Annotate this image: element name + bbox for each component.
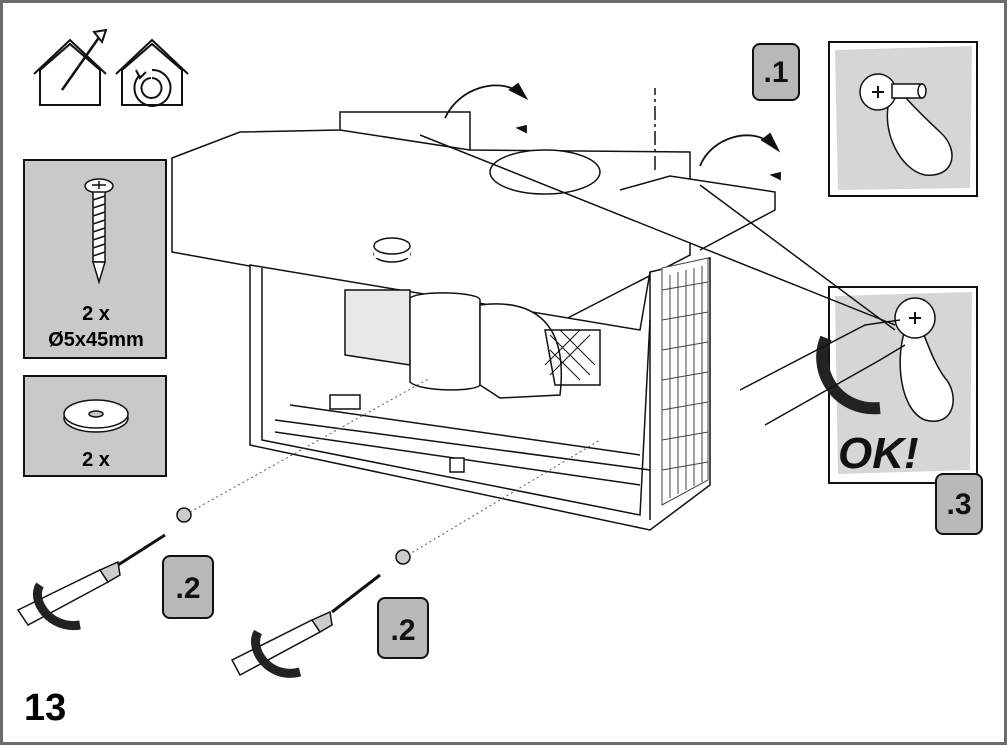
- washer-panel: 2 x: [23, 375, 167, 477]
- recirculation-mode-icon: [115, 38, 189, 107]
- keyhole-icon: [859, 73, 953, 176]
- svg-text:.1: .1: [763, 56, 788, 89]
- step-badge-2b: .2: [377, 597, 429, 659]
- dotted-guides: [189, 377, 601, 556]
- washer-icon: [63, 399, 129, 433]
- svg-text:.3: .3: [946, 488, 971, 521]
- range-hood-unit: [171, 88, 776, 531]
- keyhole-detail-panel: [828, 41, 978, 197]
- step-number: 13: [24, 687, 66, 729]
- screw-icon: [84, 178, 114, 285]
- screwdriver-right: [230, 549, 411, 678]
- washer-quantity-label: 2 x: [82, 449, 110, 471]
- step-badge-1: .1: [752, 43, 800, 101]
- screw-size-label: Ø5x45mm: [48, 329, 144, 351]
- step-badge-3: .3: [935, 473, 983, 535]
- rotation-arrows: [444, 82, 781, 181]
- svg-text:.2: .2: [175, 572, 200, 605]
- step-badge-2a: .2: [162, 555, 214, 619]
- ok-label: OK!: [838, 429, 919, 478]
- screwdriver-left: [16, 507, 192, 630]
- ducted-mode-icon: [33, 28, 108, 106]
- side-grille: [661, 257, 709, 506]
- screwdriver-icon: [419, 134, 906, 426]
- screw-panel: 2 x Ø5x45mm: [23, 159, 167, 359]
- svg-text:.2: .2: [390, 614, 415, 647]
- screw-quantity-label: 2 x: [82, 303, 110, 325]
- ok-detail-panel: OK!: [816, 286, 978, 484]
